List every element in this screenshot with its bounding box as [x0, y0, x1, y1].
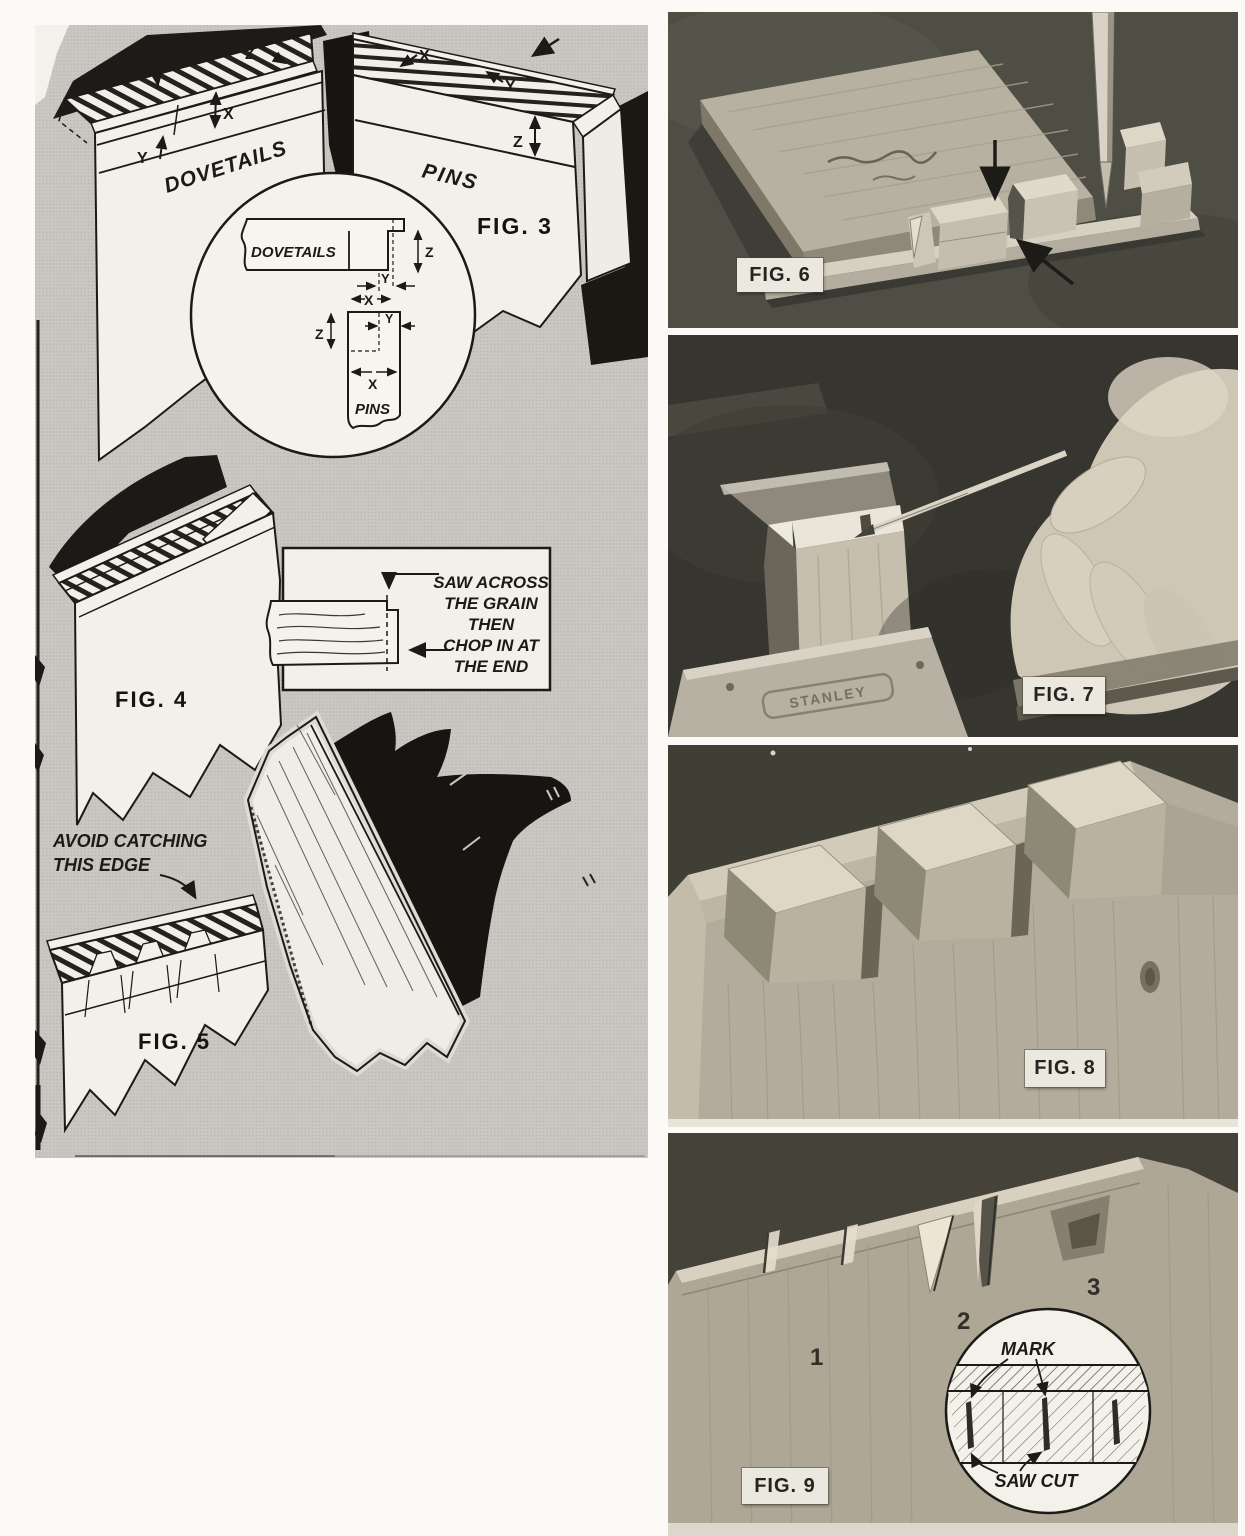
- inset-dovetails-label: DOVETAILS: [251, 244, 336, 261]
- try-square-on-board: [720, 462, 904, 563]
- fig4-board: [51, 484, 283, 826]
- fig4-callout-text: SAW ACROSS THE GRAIN THEN CHOP IN AT THE…: [433, 573, 549, 676]
- marking-pencil: [854, 450, 1068, 538]
- wood-grain: [727, 894, 1220, 1127]
- fig6-label-box: FIG. 6: [737, 258, 823, 292]
- fig5-diagram: AVOID CATCHING THIS EDGE: [46, 710, 596, 1134]
- callout-line-2: THE GRAIN: [444, 594, 538, 613]
- fig3-diagram: DOVETAILS Z X Y PINS: [53, 25, 648, 462]
- step-number-1: 1: [810, 1344, 823, 1371]
- fig9-label-box: FIG. 9: [742, 1468, 828, 1504]
- saw-cuts-and-chips: [762, 1195, 1110, 1294]
- pencil-scribble: [827, 150, 937, 165]
- callout-line-5: THE END: [454, 657, 529, 676]
- inset-dim-y2: Y: [385, 312, 394, 326]
- dim-y-label: Y: [137, 150, 148, 167]
- fig7-label-box: FIG. 7: [1023, 677, 1105, 714]
- hand: [1010, 357, 1238, 715]
- fig9-caption: FIG. 9: [754, 1474, 816, 1497]
- dovetail-test-blocks: [908, 174, 1078, 270]
- callout-line-3: THEN: [468, 615, 515, 634]
- fig5-warning-arrow: [159, 874, 197, 900]
- inset-dim-x: X: [364, 292, 374, 308]
- chisel: [1091, 12, 1115, 209]
- dim-x-label: X: [419, 48, 430, 65]
- dim-x-label: X: [223, 106, 234, 123]
- wood-knot: [1140, 961, 1160, 993]
- fig7-photo-art: STANLEY: [668, 335, 1238, 737]
- fig6-photo-art: [668, 12, 1238, 328]
- inset-pins-label: PINS: [355, 401, 390, 418]
- fig4-caption: FIG. 4: [115, 687, 188, 712]
- diagonal-arrow: [1015, 238, 1075, 286]
- figure-8-photo: FIG. 8: [668, 745, 1238, 1127]
- step-numbers: 1 2 3: [810, 1274, 1100, 1371]
- vise: STANLEY: [668, 627, 968, 737]
- fig9-inset-circle: MARK SAW CUT: [944, 1307, 1152, 1515]
- fig3-right-dimensions: X Y Z: [399, 36, 560, 157]
- fig4-tenon: [265, 595, 399, 671]
- figure-9-photo: 1 2 3 MARK SAW CUT: [668, 1133, 1238, 1536]
- figure-7-photo: STANLEY FIG. 7: [668, 335, 1238, 737]
- inset-dim-z2: Z: [315, 326, 324, 342]
- fig5-caption: FIG. 5: [138, 1029, 211, 1054]
- figure-6-photo: FIG. 6: [668, 12, 1238, 328]
- fig3-left-dimensions: Z X Y: [137, 46, 287, 167]
- step-number-3: 3: [1087, 1274, 1100, 1301]
- fig8-caption: FIG. 8: [1034, 1057, 1096, 1079]
- fig5-warning-text: AVOID CATCHING THIS EDGE: [52, 831, 207, 900]
- callout-line-1: SAW ACROSS: [433, 573, 549, 592]
- dim-z-label: Z: [245, 46, 255, 63]
- warning-line-1: AVOID CATCHING: [52, 831, 207, 851]
- fig6-caption: FIG. 6: [749, 263, 811, 286]
- end-blocks: [1120, 122, 1192, 228]
- inset-dim-x2: X: [368, 376, 378, 392]
- fig3-shadow-right: [581, 91, 648, 365]
- step-number-2: 2: [957, 1308, 970, 1335]
- warning-line-2: THIS EDGE: [53, 855, 151, 875]
- fig8-label-box: FIG. 8: [1025, 1050, 1105, 1087]
- fig4-diagram: SAW ACROSS THE GRAIN THEN CHOP IN AT THE…: [49, 455, 552, 826]
- inset-dim-y: Y: [381, 271, 390, 286]
- diagram-panel: DOVETAILS Z X Y PINS: [35, 25, 648, 1158]
- fig5-saw: [243, 710, 471, 1077]
- inset-mark-label: MARK: [1001, 1339, 1057, 1359]
- fig8-photo-art: [668, 745, 1238, 1127]
- dim-z-label: Z: [513, 134, 523, 151]
- fig3-inset-circle: DOVETAILS Z Y X Y Z: [189, 171, 477, 459]
- fig5-board: [46, 894, 270, 1134]
- fig4-arrow-saw: [381, 572, 439, 590]
- inset-dim-z: Z: [425, 244, 434, 260]
- diagram-panel-art: DOVETAILS Z X Y PINS: [35, 25, 648, 1158]
- inset-saw-cut-label: SAW CUT: [995, 1471, 1080, 1491]
- dim-y-label: Y: [505, 78, 516, 95]
- fig3-caption: FIG. 3: [477, 213, 553, 239]
- callout-line-4: CHOP IN AT: [443, 636, 540, 655]
- fig7-caption: FIG. 7: [1033, 684, 1095, 706]
- torn-page-edge: [35, 320, 47, 1150]
- dovetail-pins: [724, 760, 1167, 983]
